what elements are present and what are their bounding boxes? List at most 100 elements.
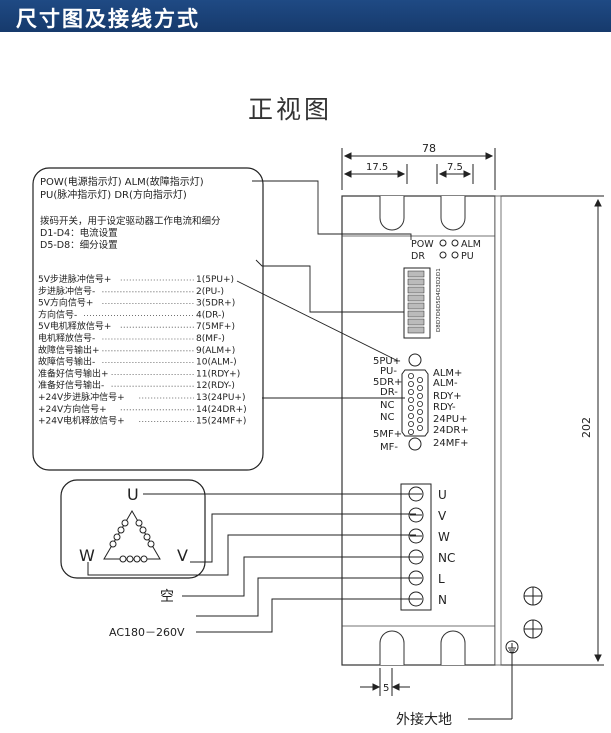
db15-pin-label: 24MF+ (433, 438, 468, 449)
callout-lines (236, 180, 412, 399)
signal-label: 5V步进脉冲信号+ (38, 273, 111, 285)
terminal-labels: UVW NC LN (438, 488, 455, 607)
signal-label: 电机释放信号- (38, 332, 95, 344)
dim-bottom: 5 (383, 683, 389, 694)
screw-icon (408, 437, 422, 451)
screw-icon (408, 353, 422, 367)
dim-d2: 7.5 (447, 162, 463, 173)
db15-pin-label: ALM+ (433, 368, 462, 379)
db15-pin-label: 24DR+ (433, 425, 469, 436)
dim-height: 202 (580, 417, 593, 438)
terminal-label: N (438, 593, 447, 607)
db15-pin-label: 24PU+ (433, 414, 467, 425)
dip-label: D4 (436, 292, 442, 300)
terminal-label: V (438, 509, 447, 523)
alm-led-icon (451, 239, 459, 247)
signal-label: 5V方向信号+ (38, 297, 93, 309)
ac-label: AC180－260V (109, 626, 185, 639)
dip-label: D6 (436, 308, 442, 316)
db15-pin-label: 5DR+ (373, 377, 402, 388)
signal-pin: 15(24MF+) (196, 417, 246, 427)
signal-pin: 1(5PU+) (196, 275, 234, 285)
dip-description-line: 拨码开关，用于设定驱动器工作电流和细分 (40, 215, 221, 227)
motor-v-label: V (177, 546, 188, 565)
signal-pin: 11(RDY+) (196, 369, 240, 379)
terminal-label: NC (438, 551, 455, 565)
db15-pin-label: MF- (380, 442, 398, 453)
led-label-alm: ALM (461, 239, 481, 250)
db15-connector (401, 353, 429, 451)
db15-pin-label: DR- (380, 387, 398, 398)
terminal-label: U (438, 488, 447, 502)
signal-label: 故障信号输出- (38, 356, 95, 368)
pow-led-icon (439, 239, 447, 247)
header-title: 尺寸图及接线方式 (16, 7, 200, 31)
signal-pin: 14(24DR+) (196, 405, 247, 415)
mount-hole-icons (523, 586, 543, 639)
signal-pin: 12(RDY-) (196, 381, 235, 391)
led-label-pow: POW (411, 239, 434, 250)
ground-label: 外接大地 (396, 711, 452, 728)
signal-label: 故障信号输出+ (38, 344, 100, 356)
signal-pin: 2(PU-) (196, 287, 224, 297)
signal-label: +24V电机释放信号+ (38, 415, 125, 427)
terminal-label: L (438, 572, 445, 586)
signal-pin: 13(24PU+) (196, 393, 245, 403)
motor-box (60, 479, 206, 579)
signal-pin: 8(MF-) (196, 334, 225, 344)
signal-pin: 3(5DR+) (196, 299, 235, 309)
indicator-legend-line: PU(脉冲指示灯) DR(方向指示灯) (40, 188, 187, 201)
led-label-pu: PU (461, 251, 474, 262)
terminal-label: W (438, 530, 450, 544)
motor-w-label: W (79, 546, 95, 565)
dr-led-icon (439, 251, 447, 259)
signal-pin: 9(ALM+) (196, 346, 235, 356)
empty-label: 空 (160, 589, 174, 605)
led-label-dr: DR (411, 251, 425, 262)
db15-right-labels: ALM+ALM-RDY+RDY-24PU+24DR+24MF+ (433, 368, 469, 449)
dim-width: 78 (422, 142, 436, 155)
signal-label: 准备好信号输出- (38, 379, 104, 391)
view-title: 正视图 (248, 95, 333, 124)
dim-d1: 17.5 (366, 162, 388, 173)
dip-label: D2 (436, 276, 442, 284)
db15-pin-label: 5PU+ (373, 356, 401, 367)
dip-label: D1 (436, 268, 442, 276)
signal-pin: 4(DR-) (196, 310, 225, 320)
signal-info-box (32, 167, 264, 471)
db15-pin-label: 5MF+ (373, 429, 402, 440)
signal-label: 5V电机释放信号+ (38, 320, 111, 332)
db15-pin-label: PU- (380, 366, 397, 377)
signal-label: 方向信号- (38, 308, 77, 320)
dip-switch[interactable] (403, 267, 431, 339)
dip-description-line: D1-D4：电流设置 (40, 227, 118, 239)
dip-label: D7 (436, 316, 442, 324)
wiring-lines (87, 493, 416, 633)
db15-pin-label: ALM- (433, 378, 458, 389)
header-bar: 尺寸图及接线方式 (0, 0, 611, 32)
signal-label: 步进脉冲信号- (38, 285, 95, 297)
indicator-legend-line: POW(电源指示灯) ALM(故障指示灯) (40, 175, 204, 188)
pu-led-icon (451, 251, 459, 259)
db15-pin-label: NC (380, 412, 394, 423)
terminal-block (400, 483, 432, 611)
db15-pin-label: NC (380, 400, 394, 411)
dimension-lines (341, 148, 604, 696)
signal-label: +24V方向信号+ (38, 403, 107, 415)
ground-icon (505, 640, 519, 654)
signal-pin: 10(ALM-) (196, 358, 237, 368)
signal-pin: 7(5MF+) (196, 322, 235, 332)
signal-label: 准备好信号输出+ (38, 367, 109, 379)
dip-label: D3 (436, 284, 442, 292)
dip-description-line: D5-D8：细分设置 (40, 239, 118, 251)
dip-label: D5 (436, 300, 442, 308)
dip-label: D8 (436, 324, 442, 332)
motor-u-label: U (127, 485, 139, 504)
signal-label: +24V步进脉冲信号+ (38, 391, 125, 403)
led-group: POW ALM DR PU (411, 239, 481, 262)
db15-pin-label: RDY+ (433, 391, 462, 402)
